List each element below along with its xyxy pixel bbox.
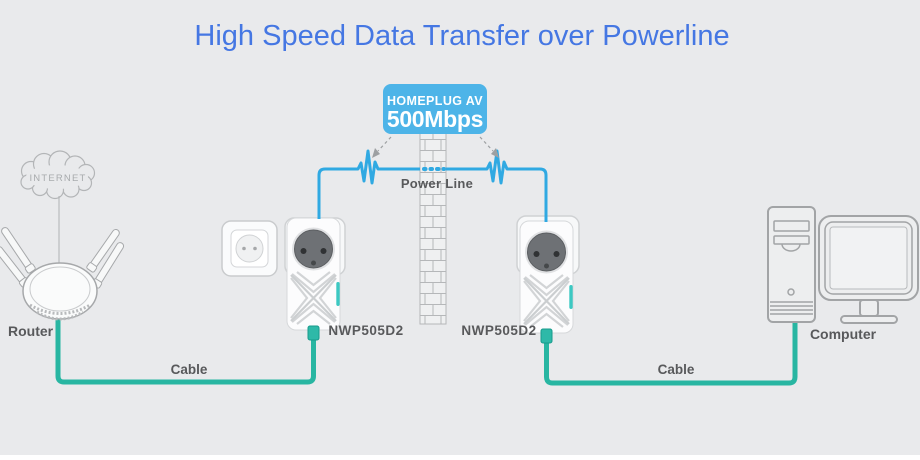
homeplug-badge: HOMEPLUG AV 500Mbps (383, 84, 487, 134)
badge-arrow-right (479, 136, 499, 158)
ethernet-cable-right (544, 318, 798, 386)
power-outlet-icon (221, 220, 278, 277)
bottom-strip (0, 455, 920, 460)
computer-icon (767, 206, 919, 324)
computer-label: Computer (810, 326, 877, 342)
router-label: Router (8, 323, 54, 339)
power-line-link (317, 149, 548, 222)
badge-arrow-left (372, 136, 392, 158)
badge-line1: HOMEPLUG AV (387, 94, 483, 108)
powerline-adapter-left-icon (285, 216, 342, 332)
cable-plug-right (540, 328, 553, 344)
badge-line2: 500Mbps (387, 106, 483, 132)
ethernet-cable-left (55, 312, 316, 385)
internet-cloud-icon (20, 150, 96, 200)
powerline-adapter-right-icon (518, 219, 575, 335)
page-title: High Speed Data Transfer over Powerline (194, 20, 729, 52)
adapter-right-label: NWP505D2 (461, 323, 536, 338)
power-line-label: Power Line (401, 176, 473, 191)
router-icon (0, 227, 125, 321)
internet-label: INTERNET (29, 173, 86, 184)
adapter-left-label: NWP505D2 (328, 323, 403, 338)
cable-left-label: Cable (171, 362, 208, 377)
brick-wall-icon (419, 127, 447, 325)
cable-right-label: Cable (658, 362, 695, 377)
cable-plug-left (307, 325, 320, 341)
